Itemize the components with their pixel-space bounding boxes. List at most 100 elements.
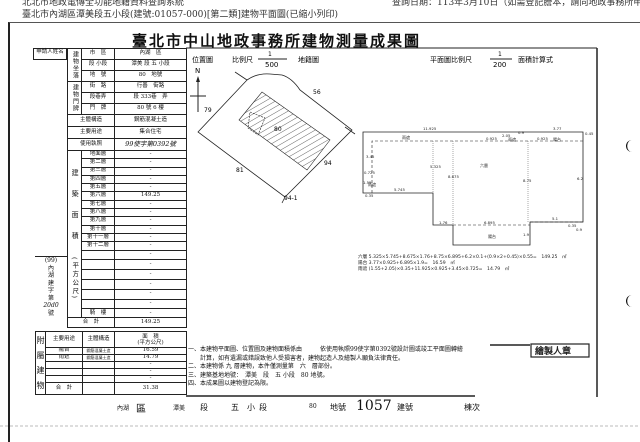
drawing-label: 2.05 <box>502 133 511 138</box>
drawing-label: 繪製人章 <box>535 345 571 357</box>
drawing-label: 六層 5.325×5.745+8.675×1.76+8.75×6.895+6.2… <box>358 253 567 260</box>
drawing-label: 0.35 <box>365 193 374 198</box>
scale-label: 比例尺 <box>232 55 253 64</box>
document-subtitle: 臺北市內湖區潭美段五小段(建號:01057-000)[第二類]建物平面圖(已縮小… <box>22 10 338 20</box>
footer-section: 潭美 <box>173 405 186 412</box>
scale-num: 1 <box>268 51 272 58</box>
note-line: 四、本成果圖以建物登記為限。 <box>188 380 273 387</box>
drawing-label: 雨遮 <box>402 134 410 140</box>
drawing-label: 0.45 <box>585 131 594 136</box>
footer-identifier: 內湖 區 潭美 段 五 小段 80 地號 1057 建號 棟次 <box>117 398 587 416</box>
permit-text: 建 <box>47 279 54 287</box>
note-line: 二、本建物係 九 層建物，本件僅測量第 六 層部份。 <box>188 363 336 370</box>
permit-number-box: (99) 內 湖 建 字 第 20d0 號 <box>35 256 67 326</box>
area-group-label: 建築面積 <box>71 168 80 253</box>
drawing-label: 陽台 <box>553 136 561 142</box>
floor-scale-den: 200 <box>493 61 506 69</box>
drawing-label: 3.45 <box>366 154 375 159</box>
footer-district: 內湖 <box>117 405 130 412</box>
binding-hole-icon <box>626 295 632 307</box>
footer-building-unit: 建號 <box>397 403 413 412</box>
area-unit: (平方公尺) <box>70 256 79 300</box>
area-calc-label: 面積計算式 <box>518 55 553 64</box>
footer-section-unit: 段 <box>200 403 208 412</box>
footer-lot-unit: 地號 <box>330 403 346 412</box>
drawing-label: 1.55 <box>363 180 372 185</box>
note-line: 三、建築基地地號： 潭美 段 五 小段 80 地號。 <box>188 371 329 379</box>
footer-subsection-unit: 小段 <box>247 403 271 412</box>
footer-building-no: 1057 <box>356 398 392 414</box>
floor-plan-scale-label: 平面圖比例尺 <box>430 55 472 64</box>
drawing-label: 3.77 <box>553 126 562 131</box>
drawing-label: 5.325 <box>430 164 441 169</box>
drawing-label: 雨遮 (1.55+2.05)×0.35+11.925×0.925+3.45×0.… <box>358 265 510 272</box>
query-date: 查詢日期：113年3月10日（如需登記謄本，請向地政事務所申請。） <box>392 0 640 8</box>
parcel-79: 79 <box>204 107 212 114</box>
drawing-label: 1.9 <box>523 232 530 237</box>
footer-lot: 80 <box>309 403 317 410</box>
drawing-label: 6.895 <box>484 220 495 225</box>
surveyor-stamp: 繪製人章 <box>530 343 590 358</box>
total-value: 149.25 <box>114 317 187 329</box>
area-formulas: 六層 5.325×5.745+8.675×1.76+8.75×6.895+6.2… <box>358 253 567 272</box>
note-line: 計算，如有遺漏或錯誤致他人受損害者，建物起造人及繪製人願負法律責任。 <box>188 354 405 362</box>
drawing-label: 0.9 <box>518 130 525 135</box>
drawing-label: 陽台 <box>488 233 496 239</box>
dimension-labels: 11.925 2.05 0.9 3.77 0.45 3.45 0.725 1.5… <box>363 126 594 237</box>
parcel-56: 56 <box>313 89 321 96</box>
drawing-label: 8.75 <box>523 178 532 183</box>
floor-scale-num: 1 <box>498 51 502 58</box>
drawing-label: 0.925 <box>486 136 497 141</box>
permit-text: 內 <box>47 264 54 272</box>
drawing-label: 0.9 <box>576 227 583 232</box>
permit-text: 第 <box>47 294 54 302</box>
parcel-94-1: 94-1 <box>284 195 298 202</box>
drawing-label: 11.925 <box>423 126 437 131</box>
parcel-80: 80 <box>274 126 282 133</box>
drawing-label: 陽台 3.77×0.925+6.895×1.9= 16.59 ㎡ <box>358 259 455 266</box>
binding-hole-icon <box>626 140 632 152</box>
north-label: N <box>195 67 200 75</box>
drawing-label: 雨遮 <box>508 136 516 142</box>
parcel-outline <box>197 73 353 198</box>
permit-text: 字 <box>47 287 54 294</box>
room-labels: 雨遮 雨遮 陽台 六層 雨遮 陽台 <box>368 134 561 239</box>
permit-text: 號 <box>47 309 54 317</box>
cadastral-label: 地籍圖 <box>298 55 319 64</box>
footer-subsection: 五 <box>231 403 239 412</box>
drawing-label: 8.675 <box>448 174 459 179</box>
scale-den: 500 <box>265 61 278 69</box>
drawing-label: 0.725 <box>364 170 375 175</box>
floor-value: - <box>114 241 187 251</box>
permit-text: (99) <box>44 257 58 264</box>
building-footprint <box>238 91 331 171</box>
north-arrow-icon <box>190 76 206 112</box>
notes: 一、本建物平面圖、位置圖及建物面積係由 依使用執照99使字第0392號設計圖或竣… <box>188 346 463 389</box>
parcel-81: 81 <box>236 167 244 174</box>
note-line: 一、本建物平面圖、位置圖及建物面積係由 依使用執照99使字第0392號設計圖或竣… <box>188 346 463 353</box>
floor-plan-outline <box>362 131 584 246</box>
drawing-label: 6.2 <box>577 176 584 181</box>
location-map-label: 位置圖 <box>192 55 213 64</box>
document-frame <box>8 22 640 442</box>
accessory-total-label: 合 計 <box>45 382 83 395</box>
footer-district-unit: 區 <box>136 404 146 415</box>
permit-text: 20d0 <box>43 302 59 309</box>
document-title: 臺北市中山地政事務所建物測量成果圖 <box>132 32 422 50</box>
drawing-label: 六層 <box>480 162 488 168</box>
drawing-label: 0.35 <box>568 223 577 228</box>
footer-block-label: 棟次 <box>464 403 480 412</box>
drawing-label: 1.76 <box>439 220 448 225</box>
parcel-94: 94 <box>324 160 332 167</box>
permit-text: 湖 <box>47 272 54 279</box>
system-name: 北北市地政電傳全功能地籍資料查詢系統 <box>22 0 185 8</box>
drawing-label: 雨遮 <box>368 181 376 187</box>
drawing-label: 0.925 <box>537 136 548 141</box>
applicant-label: 申請人姓名 <box>33 48 67 60</box>
accessory-total-value: 31.38 <box>114 382 187 395</box>
drawing-label: 5.745 <box>394 187 405 192</box>
drawing-area: 位置圖 比例尺 1 500 地籍圖 N 56 79 80 81 94 94-1 … <box>0 47 640 427</box>
drawing-label: 5.1 <box>552 216 559 221</box>
